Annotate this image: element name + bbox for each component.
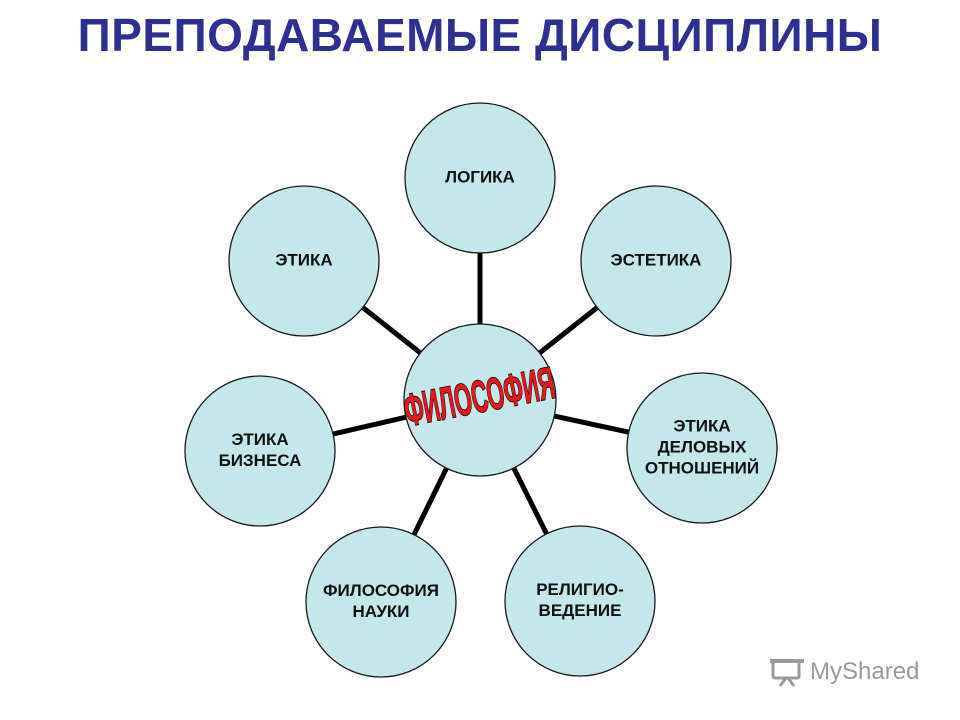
node-business-relations-ethics: ЭТИКА ДЕЛОВЫХ ОТНОШЕНИЙ xyxy=(626,372,778,524)
circles: ЛОГИКА ЭСТЕТИКА ЭТИКА ДЕЛОВЫХ ОТНОШЕНИЙ РЕЛИГ… xyxy=(184,102,778,678)
node-label: ЭТИКА xyxy=(231,430,288,449)
node-label: ВЕДЕНИЕ xyxy=(539,601,622,620)
watermark: MyShared xyxy=(770,657,919,687)
node-business-ethics: ЭТИКА БИЗНЕСА xyxy=(184,375,336,527)
connector-ethics xyxy=(358,303,426,358)
node-label: ЭТИКА xyxy=(275,250,332,269)
node-label: ДЕЛОВЫХ xyxy=(658,437,748,456)
connectors xyxy=(328,249,634,540)
node-philosophy-of-science: ФИЛОСОФИЯ НАУКИ xyxy=(305,526,457,678)
node-circle xyxy=(228,185,380,337)
node-label: ОТНОШЕНИЙ xyxy=(645,458,759,477)
node-religious-studies: РЕЛИГИО- ВЕДЕНИЕ xyxy=(504,525,656,677)
connector-business-relations-ethics xyxy=(549,412,634,436)
node-label: БИЗНЕСА xyxy=(219,451,302,470)
node-circle xyxy=(184,375,336,527)
node-label: ЭСТЕТИКА xyxy=(611,250,702,269)
node-label: ЛОГИКА xyxy=(445,167,515,186)
node-label: ЭТИКА xyxy=(673,416,730,435)
node-label: НАУКИ xyxy=(352,602,409,621)
node-aesthetics: ЭСТЕТИКА xyxy=(580,185,732,337)
connector-business-ethics xyxy=(328,413,411,438)
connector-aesthetics xyxy=(534,303,602,358)
watermark-text: MyShared xyxy=(810,658,920,685)
page-title: ПРЕПОДАВАЕМЫЕ ДИСЦИПЛИНЫ xyxy=(77,9,883,61)
presentation-screen-icon xyxy=(770,659,804,687)
node-circle xyxy=(305,526,457,678)
node-circle xyxy=(404,102,556,254)
node-label: РЕЛИГИО- xyxy=(536,580,624,599)
connector-philosophy-of-science xyxy=(410,463,451,540)
center-node: ФИЛОСОФИЯ xyxy=(399,323,559,477)
node-circle xyxy=(626,372,778,524)
node-circle xyxy=(504,525,656,677)
node-circle xyxy=(580,185,732,337)
node-ethics: ЭТИКА xyxy=(228,185,380,337)
center-circle xyxy=(403,323,557,477)
node-logic: ЛОГИКА xyxy=(404,102,556,254)
node-label: ФИЛОСОФИЯ xyxy=(323,581,439,600)
connector-religious-studies xyxy=(509,463,551,539)
